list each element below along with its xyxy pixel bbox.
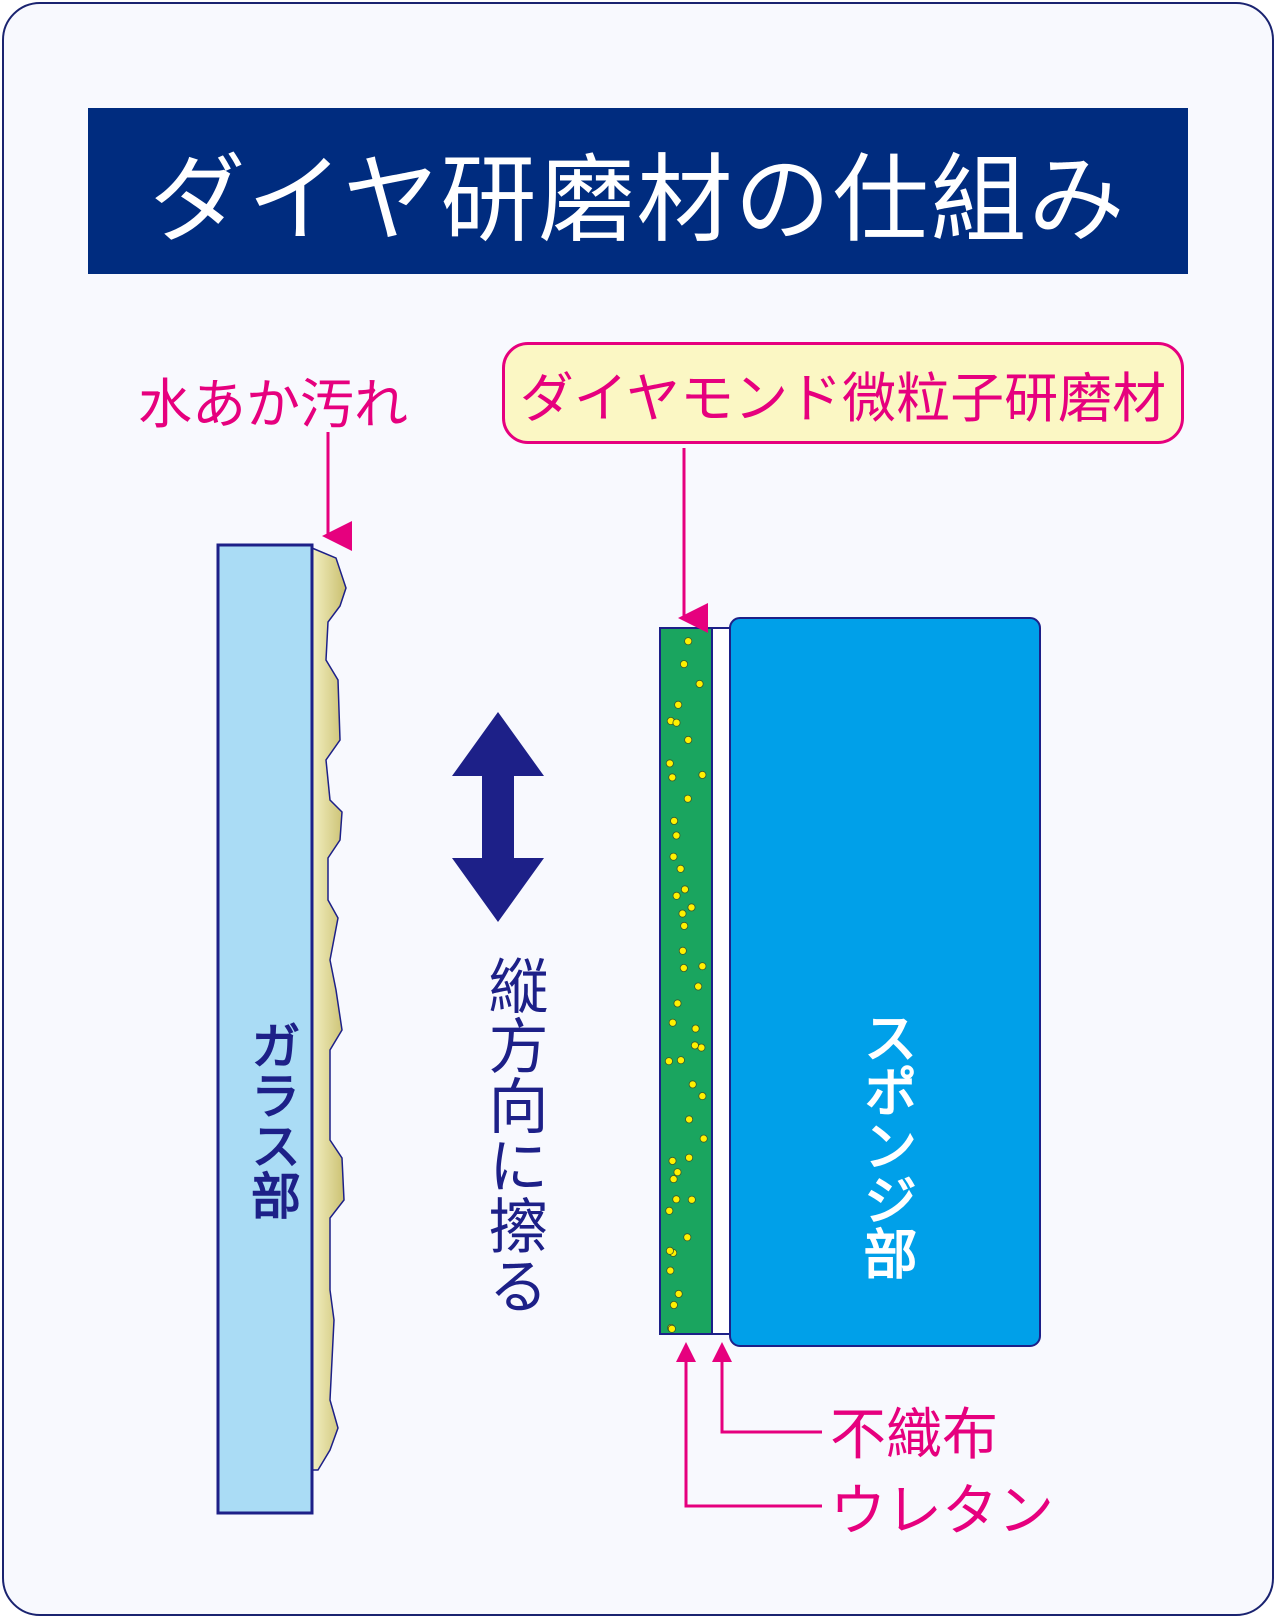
- diamond-particle: [669, 1301, 678, 1310]
- diamond-particle: [673, 1168, 682, 1177]
- diamond-particle: [679, 964, 688, 973]
- diamond-particle: [676, 1056, 685, 1065]
- diamond-particle: [687, 1195, 696, 1204]
- diamond-particle: [678, 909, 687, 918]
- nonwoven-layer: [711, 627, 731, 1335]
- diamond-particle: [676, 864, 685, 873]
- glass-label: ガラス部: [243, 1020, 301, 1220]
- diamond-particle: [668, 1018, 677, 1027]
- direction-arrow-icon: [452, 712, 544, 922]
- diamond-particle: [672, 831, 681, 840]
- diamond-abrasive-callout: ダイヤモンド微粒子研磨材: [502, 342, 1184, 444]
- diamond-particle: [691, 1024, 700, 1033]
- diamond-particle: [674, 1289, 683, 1298]
- water-stain-label: 水あか汚れ: [138, 373, 408, 436]
- diamond-particle: [687, 903, 696, 912]
- urethane-label: ウレタン: [830, 1479, 1054, 1544]
- water-stain-deposit: [311, 546, 347, 1471]
- diamond-particle: [680, 885, 689, 894]
- urethane-pointer-head: [676, 1342, 696, 1362]
- sponge-block: [729, 617, 1041, 1347]
- nonwoven-label: 不織布: [830, 1403, 998, 1468]
- diamond-particle: [695, 679, 704, 688]
- diamond-particle: [685, 1153, 694, 1162]
- diamond-particle: [684, 735, 693, 744]
- glass-panel: [216, 543, 314, 1515]
- direction-label: 縦方向に擦る: [478, 955, 548, 1315]
- diamond-particle: [690, 1041, 699, 1050]
- diamond-particle: [672, 891, 681, 900]
- diamond-particle: [683, 794, 692, 803]
- nonwoven-pointer-head: [712, 1342, 732, 1362]
- diamond-particle: [672, 1195, 681, 1204]
- diamond-particle: [694, 982, 703, 991]
- sponge-label: スポンジ部: [854, 1010, 917, 1280]
- diamond-particle: [685, 1115, 694, 1124]
- diamond-particle: [680, 660, 689, 669]
- urethane-pointer: [684, 1352, 822, 1508]
- diamond-particle: [665, 1206, 674, 1215]
- nonwoven-pointer: [720, 1352, 822, 1434]
- diamond-particle: [668, 1156, 677, 1165]
- diamond-particle: [668, 773, 677, 782]
- diamond-particle: [674, 700, 683, 709]
- diamond-particle: [669, 852, 678, 861]
- diamond-particle: [665, 1246, 674, 1255]
- diamond-particle: [667, 1324, 676, 1333]
- diamond-particle: [666, 1266, 675, 1275]
- diamond-particle: [683, 1233, 692, 1242]
- diamond-particles: [664, 637, 708, 1333]
- diamond-particle: [670, 816, 679, 825]
- diamond-particle: [684, 637, 693, 646]
- diamond-particle: [698, 770, 707, 779]
- page-title: ダイヤ研磨材の仕組み: [149, 143, 1127, 256]
- diamond-particle: [673, 999, 682, 1008]
- diamond-particle: [680, 921, 689, 930]
- diamond-particle: [669, 1175, 678, 1184]
- diamond-abrasive-label: ダイヤモンド微粒子研磨材: [519, 366, 1167, 430]
- diamond-particle: [672, 718, 681, 727]
- title-banner: ダイヤ研磨材の仕組み: [88, 108, 1188, 274]
- urethane-layer: [659, 627, 713, 1335]
- diamond-particle: [665, 759, 674, 768]
- diamond-particle: [678, 946, 687, 955]
- diamond-particle: [698, 1092, 707, 1101]
- diamond-particle: [688, 1080, 697, 1089]
- diamond-particle: [664, 1057, 673, 1066]
- diamond-particle: [698, 962, 707, 971]
- diamond-particle: [699, 1134, 708, 1143]
